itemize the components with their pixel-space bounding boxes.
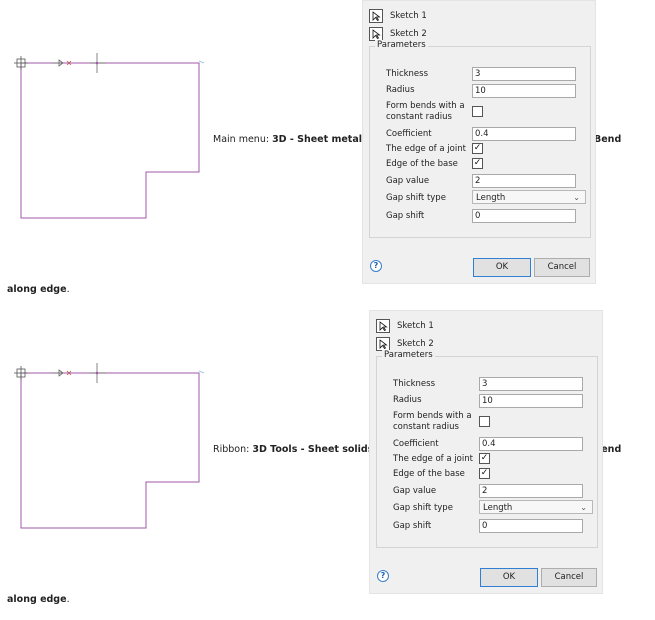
caption-tail: Bend (594, 134, 622, 145)
gap-shift-type-label: Gap shift type (393, 503, 453, 513)
sketch-select-2[interactable]: Sketch 2 (369, 26, 427, 42)
parameters-group: Parameters Thickness 3 Radius 10 Form be… (369, 40, 591, 238)
edge-joint-label: The edge of a joint (393, 454, 473, 464)
caption-end: along edge. (7, 284, 70, 295)
cancel-button[interactable]: Cancel (534, 258, 590, 277)
gap-shift-type-label: Gap shift type (386, 193, 446, 203)
parameters-group: Parameters Thickness 3 Radius 10 Form be… (376, 350, 598, 548)
caption-path: 3D Tools - Sheet solids - (252, 444, 381, 455)
sketch-label: Sketch 1 (397, 321, 434, 331)
cross-marker-icon (66, 370, 72, 376)
caption-text: Ribbon: 3D Tools - Sheet solids - (213, 444, 381, 455)
form-bends-label-line1: Form bends with a (386, 101, 465, 111)
parameters-legend: Parameters (382, 350, 435, 360)
gap-shift-label: Gap shift (386, 211, 425, 221)
edge-joint-checkbox[interactable]: ✓ (479, 453, 490, 464)
radius-field[interactable]: 10 (472, 84, 576, 98)
edge-base-label: Edge of the base (386, 159, 458, 169)
edge-base-checkbox[interactable]: ✓ (472, 158, 483, 169)
help-circle-icon[interactable]: ? (377, 570, 389, 582)
radius-field[interactable]: 10 (479, 394, 583, 408)
chevron-down-icon: ⌄ (573, 193, 580, 202)
coefficient-field[interactable]: 0.4 (479, 437, 583, 451)
point-marker-icon (90, 363, 106, 383)
cross-marker-icon (66, 60, 72, 66)
cursor-arrow-icon[interactable] (369, 9, 383, 23)
cancel-button[interactable]: Cancel (541, 568, 597, 587)
thickness-label: Thickness (386, 69, 429, 79)
sketch-label: Sketch 2 (397, 339, 434, 349)
caption-prefix: Main menu: (213, 134, 273, 145)
edge-joint-label: The edge of a joint (386, 144, 466, 154)
point-marker-icon (90, 53, 106, 73)
coefficient-field[interactable]: 0.4 (472, 127, 576, 141)
form-bends-checkbox[interactable] (479, 416, 490, 427)
sketch-label: Sketch 1 (390, 11, 427, 21)
caption-end-dot: . (66, 594, 70, 605)
sketch-canvas (14, 363, 205, 529)
bend-along-edge-dialog: Sketch 1 Sketch 2 Parameters Thickness 3… (362, 0, 596, 284)
sketch-canvas (14, 53, 205, 219)
ok-button[interactable]: OK (480, 568, 538, 587)
caption-end-dot: . (66, 284, 70, 295)
form-bends-label-line1: Form bends with a (393, 411, 472, 421)
edge-base-label: Edge of the base (393, 469, 465, 479)
radius-label: Radius (393, 395, 422, 405)
gap-value-field[interactable]: 2 (472, 174, 576, 188)
caption-text: Main menu: 3D - Sheet metal - (213, 134, 369, 145)
sketch-select-1[interactable]: Sketch 1 (376, 318, 434, 334)
direction-arrow-icon (52, 369, 64, 377)
gap-value-field[interactable]: 2 (479, 484, 583, 498)
caption-end-text: along edge (7, 594, 67, 605)
caption-tail: Bend (594, 444, 622, 455)
chevron-down-icon: ⌄ (580, 503, 587, 512)
cursor-arrow-icon[interactable] (376, 337, 390, 351)
form-bends-label-line2: constant radius (393, 422, 459, 432)
form-bends-label-line2: constant radius (386, 112, 452, 122)
gap-value-label: Gap value (386, 176, 430, 186)
cursor-arrow-icon[interactable] (369, 27, 383, 41)
bend-along-edge-dialog: Sketch 1 Sketch 2 Parameters Thickness 3… (369, 310, 603, 594)
gap-shift-label: Gap shift (393, 521, 432, 531)
gap-shift-field[interactable]: 0 (479, 519, 583, 533)
section-ribbon: Ribbon: 3D Tools - Sheet solids - Bend a… (0, 310, 655, 620)
gap-shift-type-value: Length (476, 193, 506, 203)
gap-shift-type-select[interactable]: Length ⌄ (472, 190, 586, 204)
caption-end-text: along edge (7, 284, 67, 295)
gap-value-label: Gap value (393, 486, 437, 496)
section-main-menu: Main menu: 3D - Sheet metal - Bend along… (7, 0, 622, 295)
sketch-label: Sketch 2 (390, 29, 427, 39)
direction-arrow-icon (52, 59, 64, 67)
origin-marker-icon (14, 366, 28, 380)
caption-end: along edge. (7, 594, 70, 605)
radius-label: Radius (386, 85, 415, 95)
gap-shift-type-select[interactable]: Length ⌄ (479, 500, 593, 514)
thickness-label: Thickness (393, 379, 436, 389)
form-bends-checkbox[interactable] (472, 106, 483, 117)
gap-shift-field[interactable]: 0 (472, 209, 576, 223)
origin-marker-icon (14, 56, 28, 70)
thickness-field[interactable]: 3 (479, 377, 583, 391)
ok-button[interactable]: OK (473, 258, 531, 277)
edge-joint-checkbox[interactable]: ✓ (472, 143, 483, 154)
parameters-legend: Parameters (375, 40, 428, 50)
caption-prefix: Ribbon: (213, 444, 253, 455)
help-circle-icon[interactable]: ? (370, 260, 382, 272)
coefficient-label: Coefficient (393, 439, 439, 449)
thickness-field[interactable]: 3 (472, 67, 576, 81)
coefficient-label: Coefficient (386, 129, 432, 139)
gap-shift-type-value: Length (483, 503, 513, 513)
sketch-select-1[interactable]: Sketch 1 (369, 8, 427, 24)
edge-base-checkbox[interactable]: ✓ (479, 468, 490, 479)
caption-path: 3D - Sheet metal - (272, 134, 370, 145)
cursor-arrow-icon[interactable] (376, 319, 390, 333)
